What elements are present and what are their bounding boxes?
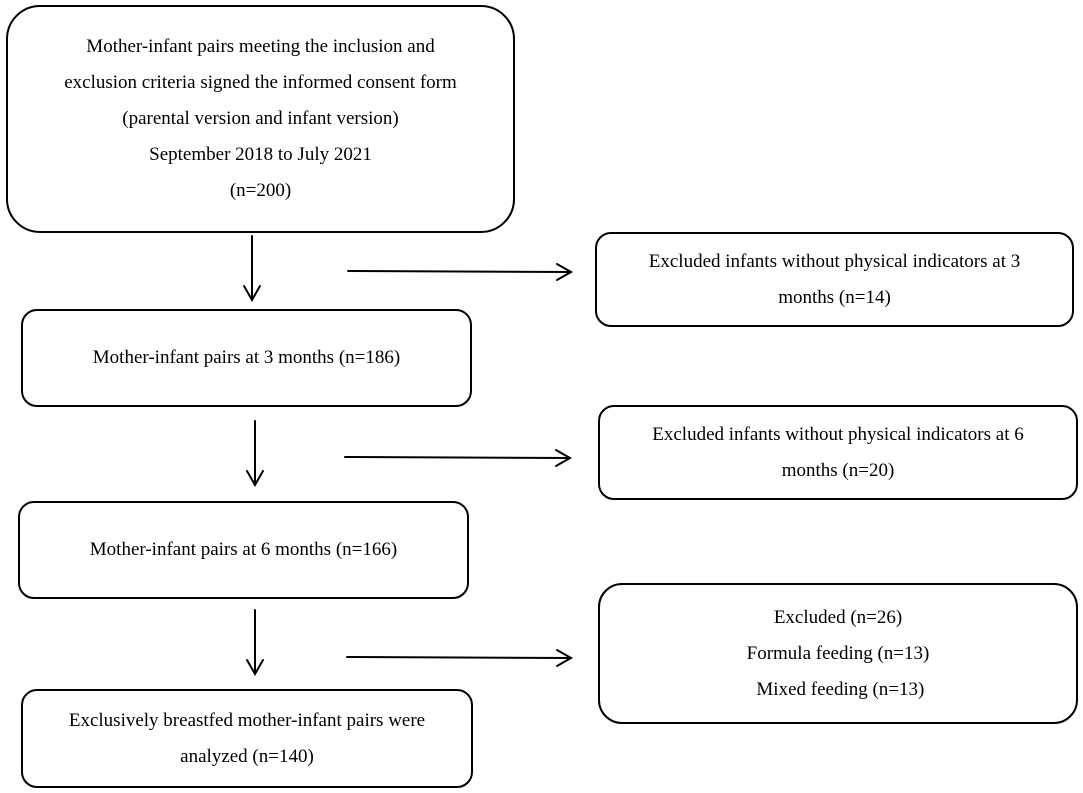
box-enrolled-line-5: (n=200) xyxy=(229,180,292,201)
box-three-months: Mother-infant pairs at 3 months (n=186) xyxy=(21,309,472,407)
arrow-right-3 xyxy=(346,649,574,667)
box-analyzed: Exclusively breastfed mother-infant pair… xyxy=(21,689,473,788)
box-excluded-3-months-line-1: Excluded infants without physical indica… xyxy=(648,250,1021,272)
box-enrolled-line-2: exclusion criteria signed the informed c… xyxy=(64,72,457,93)
box-enrolled-line-4: September 2018 to July 2021 xyxy=(149,144,372,165)
box-enrolled: Mother-infant pairs meeting the inclusio… xyxy=(6,5,515,233)
box-excluded-3-months-line-2: months (n=14) xyxy=(778,286,891,308)
box-enrolled-line-1: Mother-infant pairs meeting the inclusio… xyxy=(86,36,435,57)
box-excluded-feeding-line-2: Formula feeding (n=13) xyxy=(746,642,930,664)
arrow-down-2 xyxy=(246,420,264,488)
box-excluded-feeding-line-3: Mixed feeding (n=13) xyxy=(751,678,925,700)
box-analyzed-line-2: analyzed (n=140) xyxy=(180,745,314,767)
arrow-right-1 xyxy=(347,263,574,281)
box-six-months: Mother-infant pairs at 6 months (n=166) xyxy=(18,501,469,599)
box-excluded-feeding: Excluded (n=26) Formula feeding (n=13) M… xyxy=(598,583,1078,724)
arrow-right-2 xyxy=(344,449,573,467)
arrow-down-3 xyxy=(246,609,264,677)
box-analyzed-line-1: Exclusively breastfed mother-infant pair… xyxy=(68,709,426,731)
arrow-down-1 xyxy=(243,235,261,303)
box-enrolled-line-3: (parental version and infant version) xyxy=(122,108,399,129)
box-excluded-6-months-line-1: Excluded infants without physical indica… xyxy=(652,423,1024,445)
box-excluded-feeding-line-1: Excluded (n=26) xyxy=(773,606,903,628)
box-excluded-3-months: Excluded infants without physical indica… xyxy=(595,232,1074,327)
box-six-months-text: Mother-infant pairs at 6 months (n=166) xyxy=(89,539,398,560)
box-excluded-6-months: Excluded infants without physical indica… xyxy=(598,405,1078,500)
box-excluded-6-months-line-2: months (n=20) xyxy=(781,459,895,481)
box-three-months-text: Mother-infant pairs at 3 months (n=186) xyxy=(92,347,401,368)
